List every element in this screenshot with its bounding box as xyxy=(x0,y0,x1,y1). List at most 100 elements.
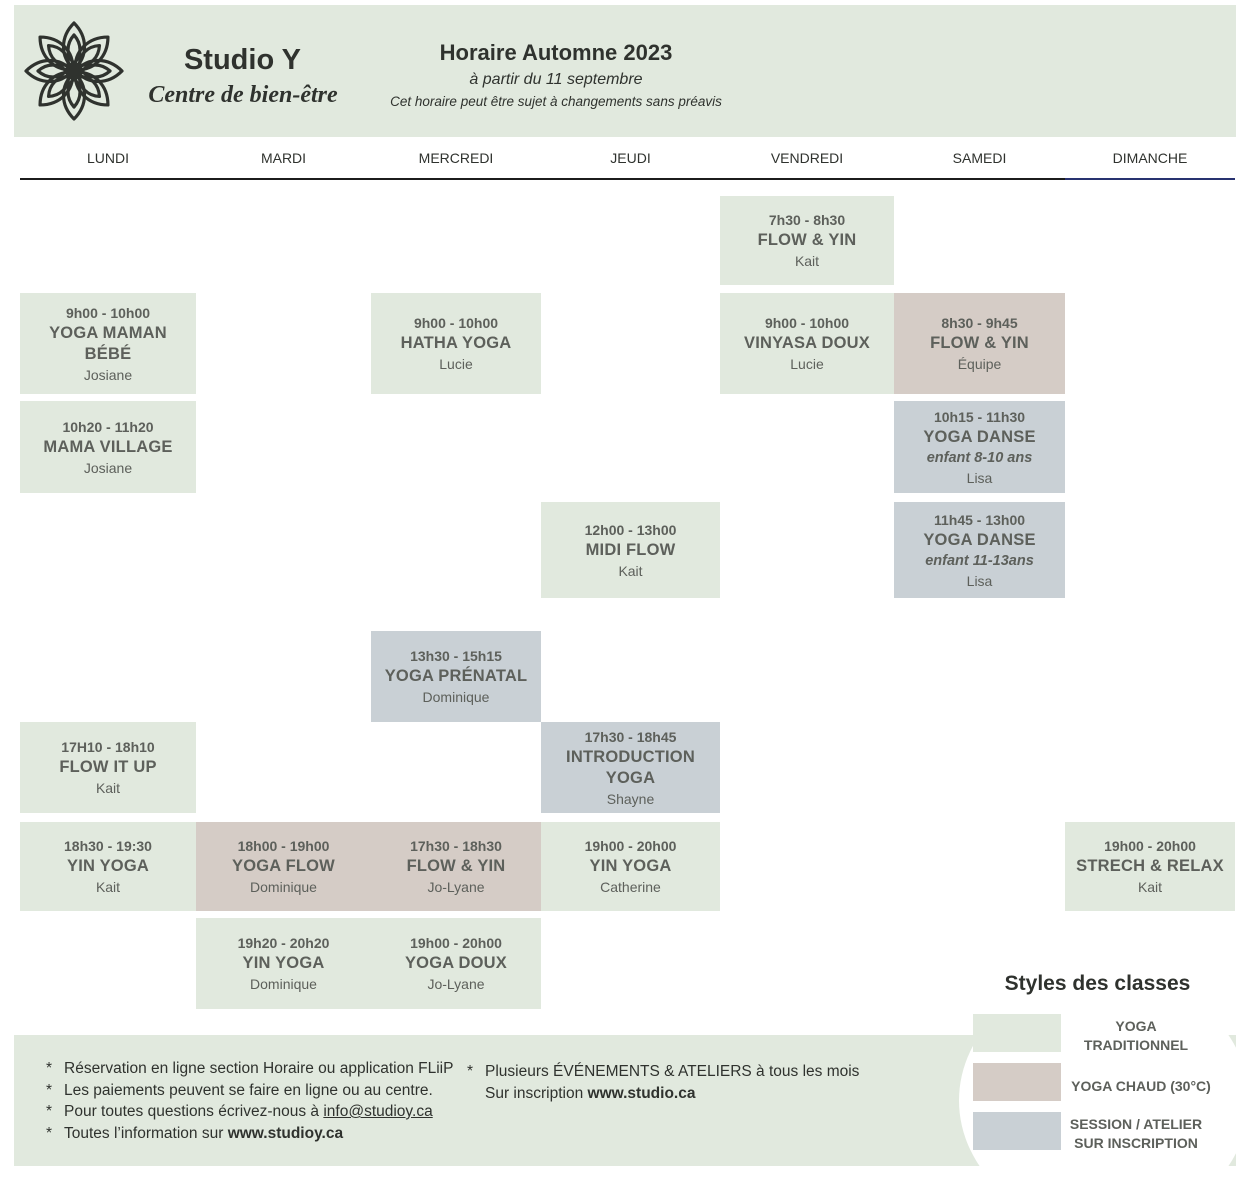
footer-events: * Plusieurs ÉVÉNEMENTS & ATELIERS à tous … xyxy=(467,1061,859,1104)
class-time: 9h00 - 10h00 xyxy=(65,304,151,321)
legend-label-session: SESSION / ATELIER SUR INSCRIPTION xyxy=(1066,1115,1206,1153)
day-header-vendredi: VENDREDI xyxy=(770,150,844,166)
class-time: 19h20 - 20h20 xyxy=(237,935,330,951)
legend-swatch-traditionnel xyxy=(973,1014,1061,1052)
class-age-group: enfant 8-10 ans xyxy=(926,449,1033,466)
class-block-vendredi-vinyasa[interactable]: 9h00 - 10h00 VINYASA DOUX Lucie xyxy=(720,293,894,394)
day-header-dimanche: DIMANCHE xyxy=(1112,150,1188,166)
day-header-samedi: SAMEDI xyxy=(952,150,1007,166)
class-block-lundi-flow-it-up[interactable]: 17H10 - 18h10 FLOW IT UP Kait xyxy=(20,722,196,813)
note-info: Toutes l’information sur xyxy=(64,1124,228,1142)
class-instructor: Kait xyxy=(794,253,820,269)
legend-label-chaud: YOGA CHAUD (30°C) xyxy=(1066,1077,1216,1096)
class-instructor: Kait xyxy=(95,780,121,796)
class-name: YOGA DANSE xyxy=(923,530,1036,549)
class-name: YOGA DOUX xyxy=(404,954,508,972)
lotus-logo-icon xyxy=(24,21,124,121)
class-block-vendredi-flow-yin[interactable]: 7h30 - 8h30 FLOW & YIN Kait xyxy=(720,196,894,285)
footer-note: * Les paiements peuvent se faire en ligne… xyxy=(46,1080,453,1102)
class-block-mercredi-yoga-doux[interactable]: 19h00 - 20h00 YOGA DOUX Jo-Lyane xyxy=(371,918,541,1009)
events-line: * Plusieurs ÉVÉNEMENTS & ATELIERS à tous … xyxy=(467,1061,859,1083)
bullet-star: * xyxy=(46,1081,53,1099)
class-instructor: Catherine xyxy=(600,879,661,895)
class-name: YIN YOGA xyxy=(589,857,672,875)
class-name: YOGA PRÉNATAL xyxy=(384,667,528,685)
class-time: 18h00 - 19h00 xyxy=(237,838,330,854)
legend-label-traditionnel: YOGA TRADITIONNEL xyxy=(1066,1017,1206,1055)
note-questions: Pour toutes questions écrivez-nous à xyxy=(64,1103,324,1120)
class-time: 18h30 - 19:30 xyxy=(64,838,152,854)
class-instructor: Lisa xyxy=(966,469,993,486)
signup-text: Sur inscription xyxy=(485,1084,588,1102)
legend-label-line: SESSION / ATELIER xyxy=(1069,1116,1203,1132)
class-block-samedi-danse-11-13[interactable]: 11h45 - 13h00 YOGA DANSE enfant 11-13ans… xyxy=(894,502,1065,598)
class-block-jeudi-introduction[interactable]: 17h30 - 18h45 INTRODUCTION YOGA Shayne xyxy=(541,722,720,813)
signup-website-link[interactable]: www.studio.ca xyxy=(587,1084,696,1102)
class-time: 10h15 - 11h30 xyxy=(933,408,1026,425)
class-block-mardi-yin[interactable]: 19h20 - 20h20 YIN YOGA Dominique xyxy=(196,918,371,1009)
legend-swatch-chaud xyxy=(973,1063,1061,1101)
footer-note: *Toutes l’information sur www.studioy.ca xyxy=(46,1123,453,1145)
class-name: VINYASA DOUX xyxy=(744,334,870,352)
class-block-lundi-yin[interactable]: 18h30 - 19:30 YIN YOGA Kait xyxy=(20,822,196,911)
footer-notes: *Réservation en ligne section Horaire ou… xyxy=(46,1058,453,1144)
class-time: 17h30 - 18h30 xyxy=(410,838,502,854)
class-name: YIN YOGA xyxy=(242,954,325,972)
class-name: FLOW & YIN xyxy=(757,231,857,249)
day-header-rule xyxy=(20,178,1235,180)
class-name: MAMA VILLAGE xyxy=(43,437,173,456)
class-block-mercredi-flow-yin[interactable]: 17h30 - 18h30 FLOW & YIN Jo-Lyane xyxy=(371,822,541,911)
events-text: Plusieurs ÉVÉNEMENTS & ATELIERS à tous l… xyxy=(485,1063,860,1080)
website-link[interactable]: www.studioy.ca xyxy=(227,1124,344,1142)
class-instructor: Dominique xyxy=(422,689,490,705)
class-block-dimanche-strech-relax[interactable]: 19h00 - 20h00 STRECH & RELAX Kait xyxy=(1065,822,1235,911)
class-name: INTRODUCTION YOGA xyxy=(566,747,695,787)
bullet-star: * xyxy=(46,1060,53,1077)
class-time: 8h30 - 9h45 xyxy=(941,315,1018,331)
legend-label-line: YOGA xyxy=(1115,1018,1157,1034)
schedule-subtitle: à partir du 11 septembre xyxy=(469,71,643,88)
class-name: YIN YOGA xyxy=(67,857,149,875)
class-block-jeudi-yin[interactable]: 19h00 - 20h00 YIN YOGA Catherine xyxy=(541,822,720,911)
class-block-lundi-maman-bebe[interactable]: 9h00 - 10h00 YOGA MAMAN BÉBÉ Josiane xyxy=(20,293,196,394)
class-block-jeudi-midi-flow[interactable]: 12h00 - 13h00 MIDI FLOW Kait xyxy=(541,502,720,598)
class-block-mercredi-hatha[interactable]: 9h00 - 10h00 HATHA YOGA Lucie xyxy=(371,293,541,394)
legend-swatch-session xyxy=(973,1112,1061,1150)
class-instructor: Josiane xyxy=(83,459,133,476)
class-instructor: Jo-Lyane xyxy=(427,976,485,992)
note-payments: Les paiements peuvent se faire en ligne … xyxy=(64,1081,433,1099)
class-instructor: Lucie xyxy=(439,356,473,372)
class-block-samedi-flow-yin[interactable]: 8h30 - 9h45 FLOW & YIN Équipe xyxy=(894,293,1065,394)
class-time: 17H10 - 18h10 xyxy=(61,739,155,755)
class-time: 12h00 - 13h00 xyxy=(584,521,677,538)
class-time: 9h00 - 10h00 xyxy=(764,315,850,331)
class-name: MIDI FLOW xyxy=(585,540,676,559)
day-header-lundi: LUNDI xyxy=(86,150,129,166)
footer-note: *Réservation en ligne section Horaire ou… xyxy=(46,1058,453,1080)
class-instructor: Josiane xyxy=(83,366,133,383)
day-header-jeudi: JEUDI xyxy=(610,150,651,166)
class-time: 7h30 - 8h30 xyxy=(768,212,846,228)
class-block-mercredi-prenatal[interactable]: 13h30 - 15h15 YOGA PRÉNATAL Dominique xyxy=(371,631,541,722)
legend-title: Styles des classes xyxy=(1004,972,1191,995)
class-name: STRECH & RELAX xyxy=(1076,857,1224,875)
class-instructor: Lucie xyxy=(790,356,824,372)
day-header-rule-accent xyxy=(1065,178,1235,180)
class-time: 10h20 - 11h20 xyxy=(62,418,154,435)
class-time: 11h45 - 13h00 xyxy=(933,511,1026,528)
email-link[interactable]: info@studioy.ca xyxy=(323,1103,433,1120)
class-block-samedi-danse-8-10[interactable]: 10h15 - 11h30 YOGA DANSE enfant 8-10 ans… xyxy=(894,401,1065,493)
bullet-star: * xyxy=(467,1063,474,1080)
signup-line: Sur inscription www.studio.ca xyxy=(467,1083,859,1105)
class-instructor: Dominique xyxy=(250,879,317,895)
schedule-title: Horaire Automne 2023 xyxy=(439,40,673,65)
class-time: 13h30 - 15h15 xyxy=(410,648,502,664)
class-name: YOGA FLOW xyxy=(232,857,335,875)
header-band xyxy=(14,5,1236,137)
class-name: FLOW & YIN xyxy=(930,334,1029,352)
legend-label-line: YOGA CHAUD (30°C) xyxy=(1071,1078,1211,1094)
class-instructor: Kait xyxy=(618,562,643,579)
legend-label-line: SUR INSCRIPTION xyxy=(1074,1135,1198,1151)
class-block-mardi-yoga-flow[interactable]: 18h00 - 19h00 YOGA FLOW Dominique xyxy=(196,822,371,911)
class-block-lundi-mama-village[interactable]: 10h20 - 11h20 MAMA VILLAGE Josiane xyxy=(20,401,196,493)
